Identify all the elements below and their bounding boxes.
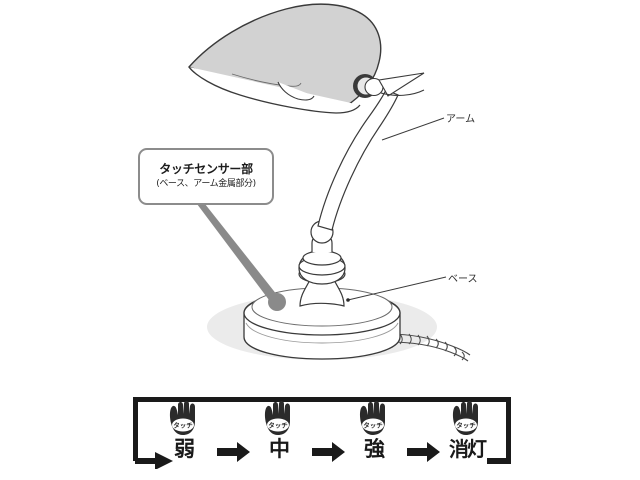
- touch-sequence-panel: タッチ 弱 タッチ 中: [133, 397, 511, 469]
- hand-label-2: タッチ: [268, 421, 288, 430]
- step-sequence: タッチ 弱 タッチ 中: [133, 397, 511, 469]
- step-label-4: 消灯: [449, 437, 487, 461]
- hand-label-4: タッチ: [456, 421, 476, 430]
- touch-hand-icon: タッチ: [264, 401, 290, 435]
- step-label-2: 中: [269, 437, 290, 461]
- touch-hand-icon: タッチ: [359, 401, 385, 435]
- arrow-icon-3: [407, 442, 440, 462]
- pivot-knob-icon: [353, 72, 425, 98]
- base-leader-line: [346, 276, 447, 302]
- lamp-arm-icon: [317, 89, 399, 231]
- callout-subtitle: (ベース、アーム金属部分): [156, 178, 256, 189]
- step-label-3: 強: [364, 437, 385, 461]
- hand-icon-wrap-1: タッチ: [155, 397, 213, 439]
- hand-icon-wrap-3: タッチ: [345, 397, 403, 439]
- step-label-1: 弱: [174, 437, 195, 461]
- power-cord-icon: [387, 333, 471, 362]
- step-1: タッチ 弱: [155, 397, 213, 460]
- step-2: タッチ 中: [250, 397, 308, 460]
- panel-frame: [133, 397, 511, 469]
- touch-hand-icon: タッチ: [169, 401, 195, 435]
- callout-title: タッチセンサー部: [159, 162, 253, 177]
- arm-leader-line: [381, 117, 445, 141]
- touch-sensor-callout: タッチセンサー部 (ベース、アーム金属部分): [138, 148, 274, 205]
- arrow-icon-2: [312, 442, 345, 462]
- touch-point-dot: [268, 293, 286, 311]
- hand-icon-wrap-2: タッチ: [250, 397, 308, 439]
- step-4: タッチ 消灯: [438, 397, 496, 459]
- hand-label-3: タッチ: [363, 421, 383, 430]
- label-base: ベース: [448, 274, 478, 285]
- step-3: タッチ 強: [345, 397, 403, 460]
- label-arm: アーム: [446, 114, 476, 125]
- hand-label-1: タッチ: [173, 421, 193, 430]
- lamp-shade-icon: [188, 3, 382, 114]
- touch-hand-icon: タッチ: [452, 401, 478, 435]
- hand-icon-wrap-4: タッチ: [438, 397, 496, 439]
- callout-leader-line: [197, 204, 286, 311]
- arrow-icon-1: [217, 442, 250, 462]
